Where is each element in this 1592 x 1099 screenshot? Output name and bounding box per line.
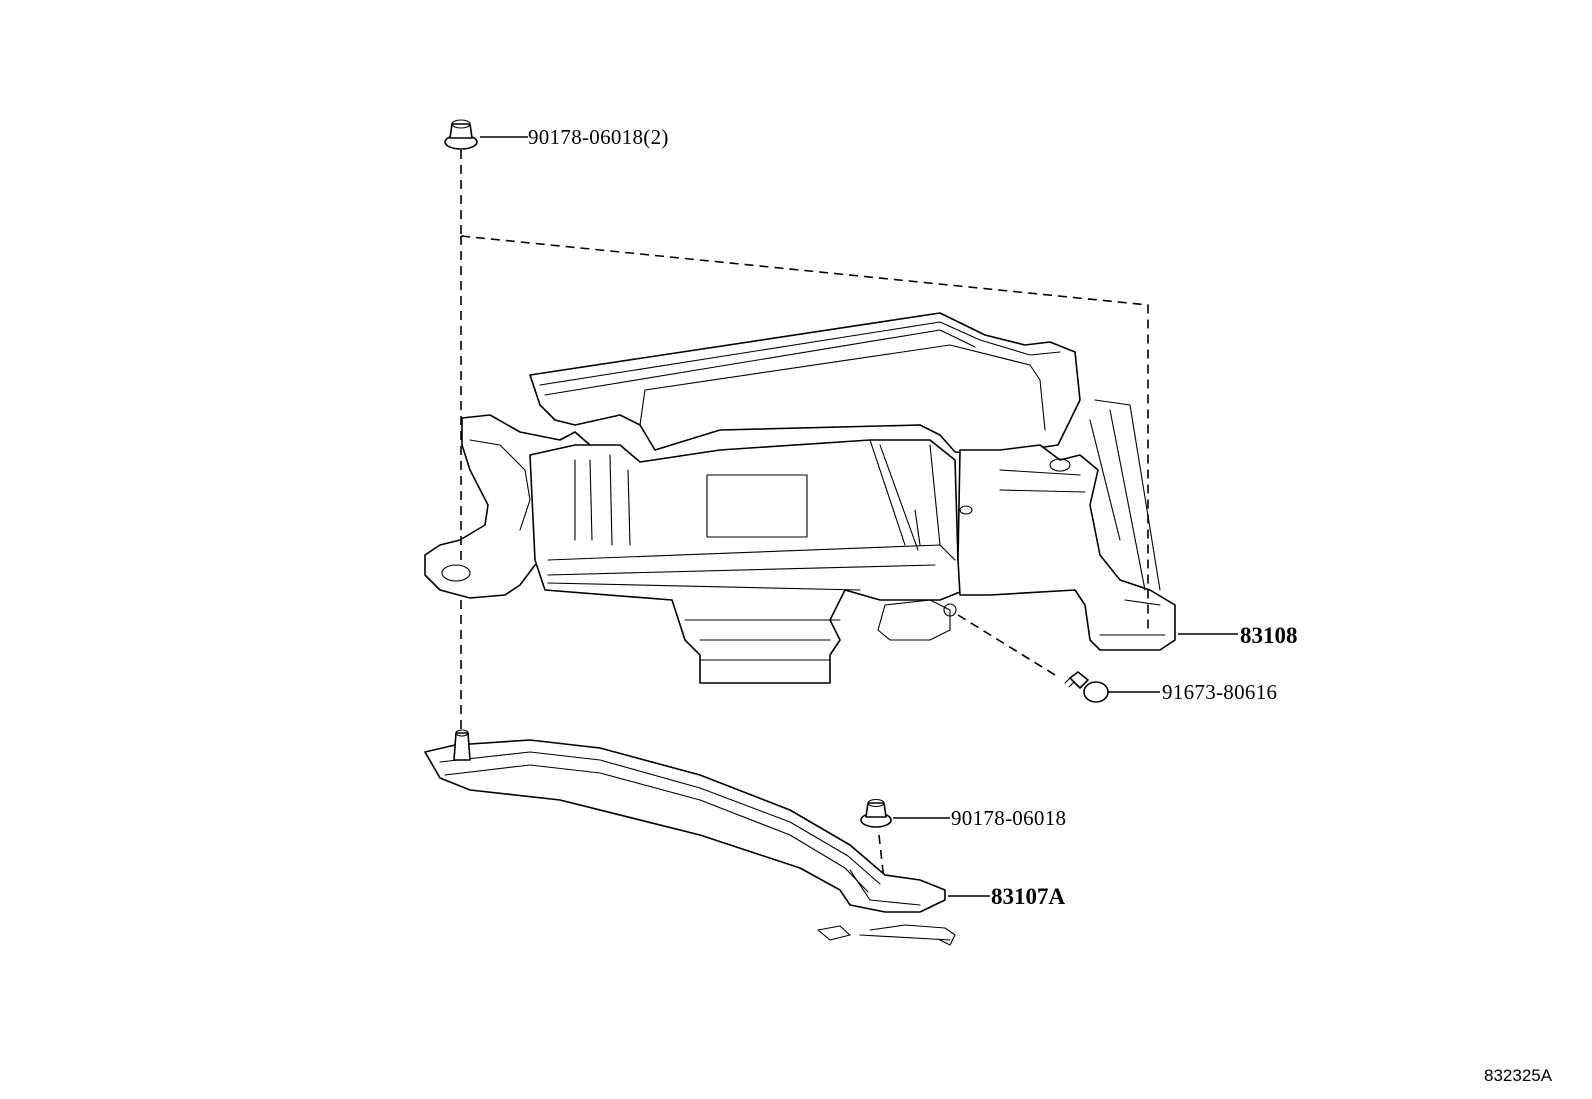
- callout-bracket: 83107A: [991, 884, 1066, 909]
- callout-nut-top: 90178-06018(2): [528, 125, 669, 149]
- bracket-83107a[interactable]: [424, 729, 956, 946]
- callout-nut-lower: 90178-06018: [951, 806, 1066, 830]
- screw[interactable]: [1064, 671, 1109, 703]
- callout-screw: 91673-80616: [1162, 680, 1277, 704]
- figure-id: 832325A: [1484, 1066, 1553, 1085]
- callout-meter-assembly: 83108: [1240, 623, 1298, 648]
- meter-assembly-83108[interactable]: [424, 312, 1176, 684]
- nut-lower[interactable]: [860, 798, 892, 828]
- nut-top[interactable]: [444, 119, 478, 150]
